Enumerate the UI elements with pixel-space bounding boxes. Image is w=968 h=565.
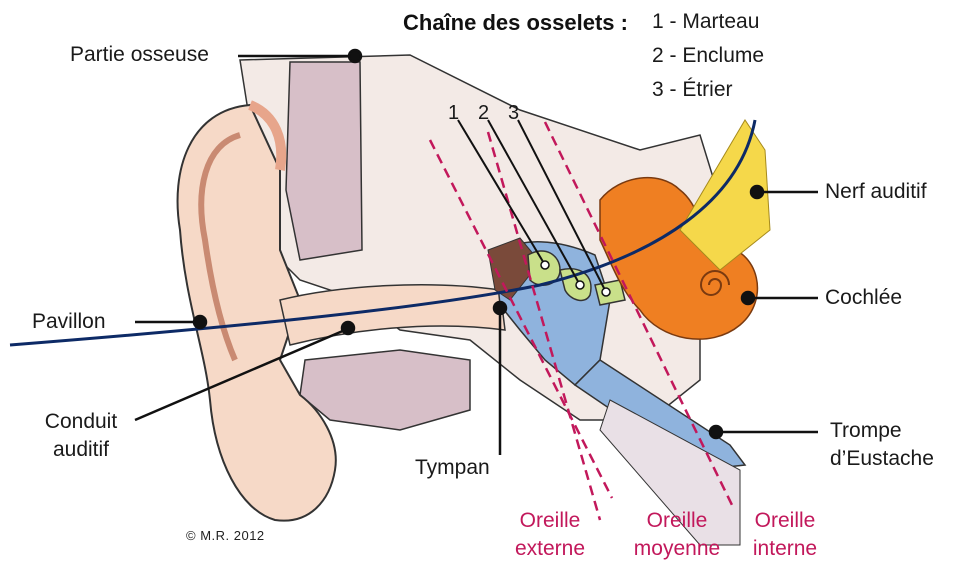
leader-dot-nerf: [751, 186, 763, 198]
region-interne-line2: interne: [735, 536, 835, 562]
copyright-credit: © M.R. 2012: [186, 528, 265, 543]
label-trompe-line2: d’Eustache: [830, 446, 934, 472]
bone-column: [286, 62, 362, 260]
leader-dot-partie-osseuse: [349, 50, 361, 62]
ossicle-item-1: 1 - Marteau: [652, 10, 759, 34]
leader-dot-ossicle-1: [541, 261, 549, 269]
ossicle-item-3: 3 - Étrier: [652, 78, 733, 102]
ossicle-chain-title: Chaîne des osselets :: [403, 10, 628, 36]
ossicle-number-1: 1: [448, 102, 459, 125]
region-externe-line1: Oreille: [500, 508, 600, 534]
label-trompe-line1: Trompe: [830, 418, 902, 444]
ossicle-item-2: 2 - Enclume: [652, 44, 764, 68]
label-conduit-line1: Conduit: [36, 409, 126, 435]
leader-dot-cochlee: [742, 292, 754, 304]
leader-dot-pavillon: [194, 316, 206, 328]
label-conduit-line2: auditif: [36, 437, 126, 463]
leader-dot-conduit: [342, 322, 354, 334]
label-cochlee: Cochlée: [825, 285, 902, 311]
leader-dot-trompe: [710, 426, 722, 438]
leader-dot-ossicle-3: [602, 288, 610, 296]
leader-dot-tympan: [494, 302, 506, 314]
label-partie-osseuse: Partie osseuse: [70, 42, 209, 68]
region-externe-line2: externe: [500, 536, 600, 562]
bone-lower: [300, 350, 470, 430]
label-pavillon: Pavillon: [32, 309, 106, 335]
ossicle-number-3: 3: [508, 102, 519, 125]
leader-dot-ossicle-2: [576, 281, 584, 289]
region-moyenne-line2: moyenne: [617, 536, 737, 562]
region-interne-line1: Oreille: [735, 508, 835, 534]
ossicle-number-2: 2: [478, 102, 489, 125]
region-moyenne-line1: Oreille: [617, 508, 737, 534]
label-nerf-auditif: Nerf auditif: [825, 179, 927, 205]
label-tympan: Tympan: [415, 455, 490, 481]
